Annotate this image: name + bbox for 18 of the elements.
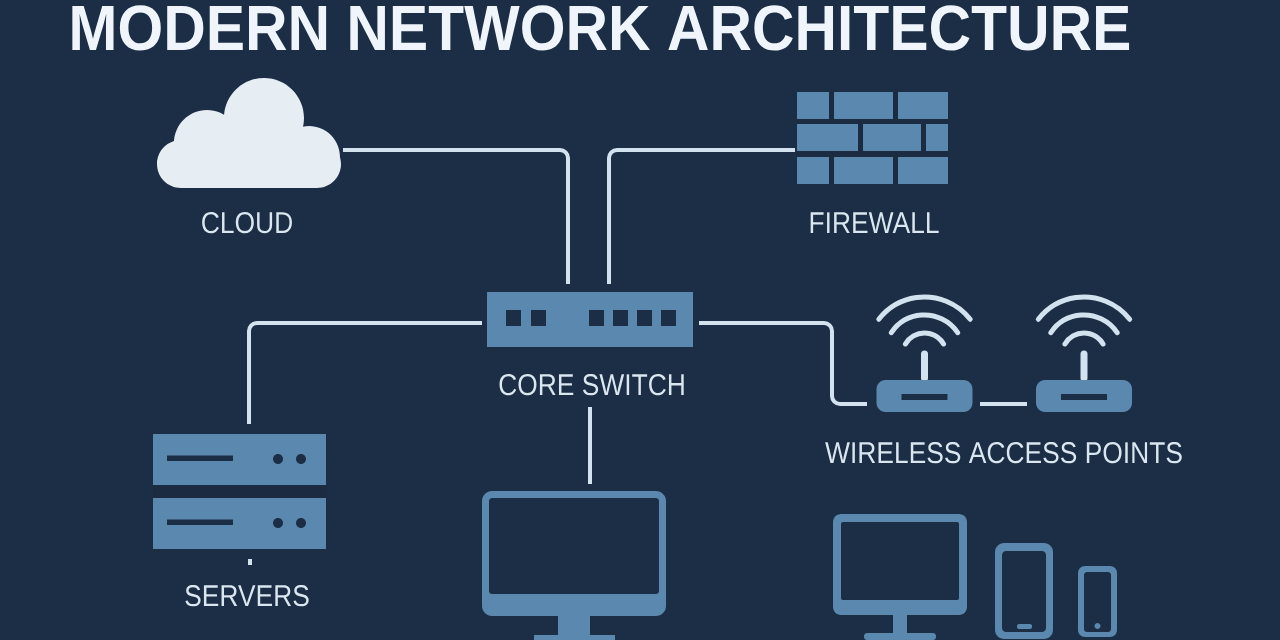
group-label: WIRELESS ACCESS POINTS bbox=[825, 442, 1182, 464]
access-point-icon bbox=[1035, 294, 1133, 412]
connector-line bbox=[699, 321, 867, 406]
connector-line bbox=[247, 321, 482, 424]
tablet-icon bbox=[995, 543, 1053, 639]
desktop-monitor-icon bbox=[833, 514, 967, 640]
diagram-title: MODERN NETWORK ARCHITECTURE bbox=[72, 5, 1130, 51]
node-label: CLOUD bbox=[202, 212, 292, 234]
node-label: SERVERS bbox=[185, 585, 309, 607]
connector-line bbox=[343, 148, 570, 284]
connector-line bbox=[607, 148, 795, 284]
desktop-monitor-icon bbox=[482, 491, 666, 640]
smartphone-icon bbox=[1078, 566, 1117, 637]
node-label: CORE SWITCH bbox=[499, 374, 684, 396]
node-label: FIREWALL bbox=[810, 212, 939, 233]
connector-line bbox=[588, 407, 592, 484]
connector-line bbox=[980, 402, 1027, 406]
access-point-icon bbox=[876, 294, 973, 412]
